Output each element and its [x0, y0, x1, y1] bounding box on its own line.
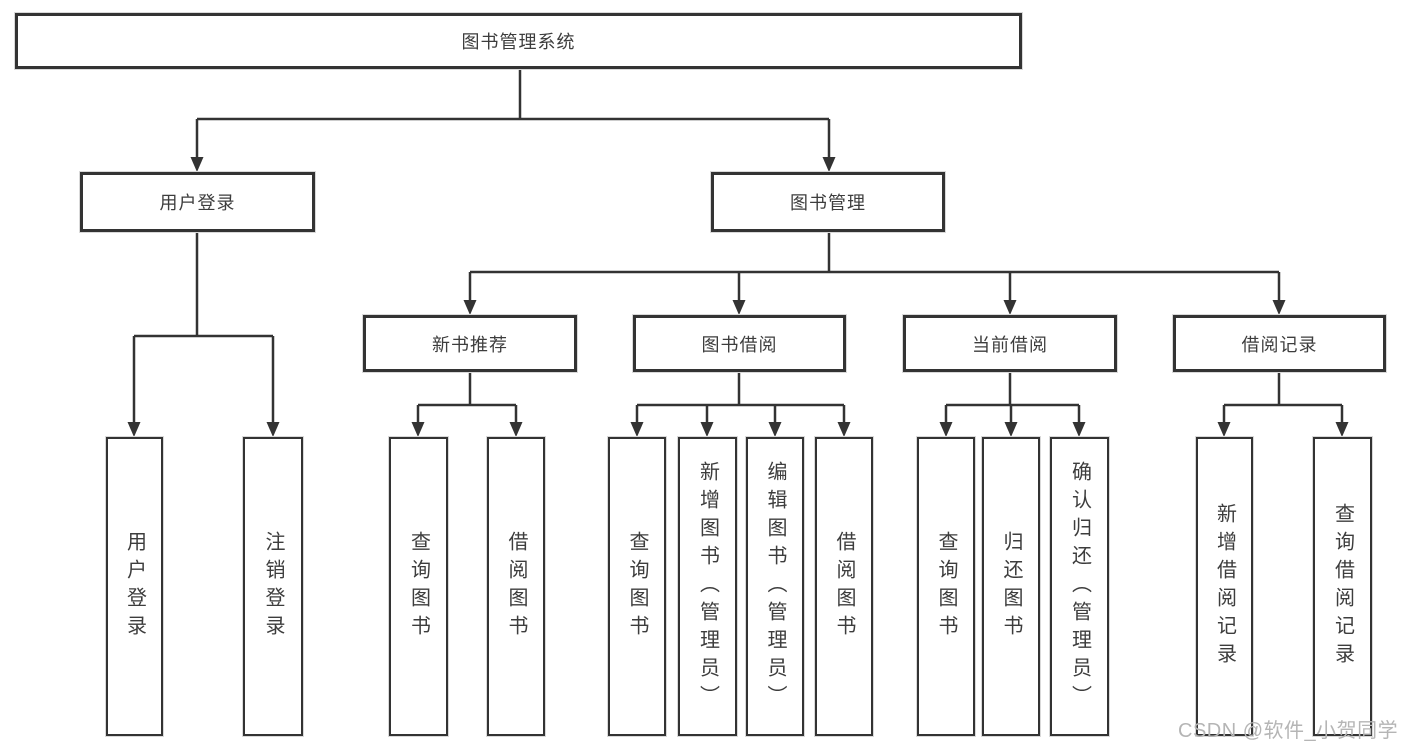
connector-arrowhead [411, 422, 425, 437]
leaf-logout: 注销登录 [243, 437, 303, 736]
connector-arrowhead [768, 422, 782, 437]
connector-arrowhead [1335, 422, 1349, 437]
node-label: 借阅图书 [833, 530, 855, 643]
node-label: 新增图书（管理员） [696, 460, 719, 713]
node-library-management-system: 图书管理系统 [15, 13, 1022, 69]
connector-arrowhead [732, 300, 746, 315]
connector-arrowhead [190, 157, 204, 172]
node-label: 注销登录 [262, 530, 284, 643]
connector-arrowhead [630, 422, 644, 437]
leaf-query-borrow-record: 查询借阅记录 [1313, 437, 1372, 736]
connector-arrowhead [1272, 300, 1286, 315]
leaf-query-books-recommend: 查询图书 [389, 437, 448, 736]
node-label: 归还图书 [1000, 530, 1022, 643]
connector-arrowhead [127, 422, 141, 437]
node-label: 用户登录 [123, 530, 146, 643]
leaf-edit-books-admin: 编辑图书（管理员） [746, 437, 804, 736]
node-new-book-recommend: 新书推荐 [363, 315, 577, 372]
connector-arrowhead [837, 422, 851, 437]
node-label: 查询图书 [407, 530, 430, 643]
connector-arrowhead [509, 422, 523, 437]
connector-arrowhead [1003, 300, 1017, 315]
connector-arrowhead [1004, 422, 1018, 437]
leaf-return-books: 归还图书 [982, 437, 1040, 736]
node-label: 借阅记录 [1241, 334, 1318, 355]
leaf-query-books-borrow: 查询图书 [608, 437, 666, 736]
node-label: 图书管理 [790, 193, 866, 213]
connector-arrowhead [700, 422, 714, 437]
leaf-add-borrow-record: 新增借阅记录 [1196, 437, 1253, 736]
node-book-management: 图书管理 [711, 172, 945, 232]
node-label: 编辑图书（管理员） [764, 460, 786, 713]
node-label: 查询借阅记录 [1331, 502, 1354, 671]
node-book-borrow: 图书借阅 [633, 315, 846, 372]
node-label: 图书借阅 [701, 334, 778, 355]
connector-arrowhead [1217, 422, 1231, 437]
connector-arrowhead [266, 422, 280, 437]
leaf-confirm-return-admin: 确认归还（管理员） [1050, 437, 1109, 736]
leaf-borrow-books: 借阅图书 [815, 437, 873, 736]
node-label: 用户登录 [159, 193, 236, 213]
connector-arrowhead [822, 157, 836, 172]
connector-arrowhead [463, 300, 477, 315]
node-label: 查询图书 [626, 530, 648, 643]
node-label: 新书推荐 [432, 334, 508, 355]
node-label: 确认归还（管理员） [1068, 460, 1091, 713]
node-label: 查询图书 [935, 530, 957, 643]
node-label: 当前借阅 [972, 334, 1048, 355]
node-borrow-records: 借阅记录 [1173, 315, 1386, 372]
leaf-user-login: 用户登录 [106, 437, 163, 736]
leaf-borrow-books-recommend: 借阅图书 [487, 437, 545, 736]
node-label: 借阅图书 [505, 530, 527, 643]
leaf-query-books-current: 查询图书 [917, 437, 975, 736]
node-label: 新增借阅记录 [1213, 502, 1236, 671]
node-current-borrow: 当前借阅 [903, 315, 1117, 372]
leaf-add-books-admin: 新增图书（管理员） [678, 437, 737, 736]
csdn-watermark: CSDN @软件_小贺同学 [1178, 720, 1399, 742]
node-label: 图书管理系统 [461, 32, 576, 52]
connector-arrowhead [1072, 422, 1086, 437]
node-user-login: 用户登录 [80, 172, 315, 232]
connector-arrowhead [939, 422, 953, 437]
